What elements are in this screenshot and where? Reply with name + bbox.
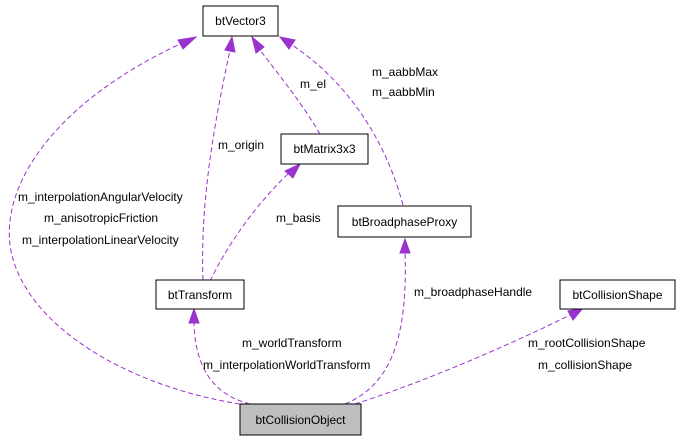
node-btbroadphaseproxy-box xyxy=(337,205,472,238)
node-bttransform-box xyxy=(155,279,245,310)
edge-label-m-aabbmin: m_aabbMin xyxy=(372,85,435,99)
edge-label-m-root-collision-shape: m_rootCollisionShape xyxy=(528,336,646,350)
edge-matrix-to-vector3 xyxy=(251,35,321,135)
node-bttransform[interactable]: btTransform xyxy=(155,279,245,310)
node-bttransform-label: btTransform xyxy=(168,288,232,302)
node-btcollisionshape-label: btCollisionShape xyxy=(572,288,662,302)
edge-object-to-shape xyxy=(354,307,585,405)
edge-label-m-interpolation-world-transform: m_interpolationWorldTransform xyxy=(203,358,370,372)
node-btvector3[interactable]: btVector3 xyxy=(202,5,279,37)
node-btmatrix3x3[interactable]: btMatrix3x3 xyxy=(280,133,369,165)
edge-label-m-el: m_el xyxy=(300,77,326,91)
edge-label-m-basis: m_basis xyxy=(276,211,321,225)
node-btmatrix3x3-label: btMatrix3x3 xyxy=(293,142,355,156)
edge-transform-to-vector3-line xyxy=(202,49,231,281)
edge-proxy-to-vector3-line xyxy=(291,44,404,206)
edge-transform-to-vector3 xyxy=(202,35,236,281)
edge-object-to-transform xyxy=(188,307,251,405)
edge-label-m-anisotropic-friction: m_anisotropicFriction xyxy=(44,211,158,225)
edge-proxy-to-vector3 xyxy=(278,36,404,206)
edge-object-to-vector3 xyxy=(8,36,241,405)
edge-label-m-broadphase-handle: m_broadphaseHandle xyxy=(414,285,532,299)
node-btvector3-box xyxy=(202,5,279,37)
edge-matrix-to-vector3-arrowhead xyxy=(251,35,265,54)
node-btcollisionobject-label: btCollisionObject xyxy=(255,413,346,427)
edge-object-to-proxy-line xyxy=(344,251,406,405)
edge-matrix-to-vector3-line xyxy=(259,49,321,135)
edge-label-m-interpolation-linear-velocity: m_interpolationLinearVelocity xyxy=(22,233,179,247)
edge-object-to-transform-arrowhead xyxy=(188,307,200,324)
edge-label-m-world-transform: m_worldTransform xyxy=(242,336,342,350)
node-btcollisionshape[interactable]: btCollisionShape xyxy=(559,279,676,310)
edge-transform-to-vector3-arrowhead xyxy=(224,35,236,53)
node-btmatrix3x3-box xyxy=(280,133,369,165)
node-btbroadphaseproxy[interactable]: btBroadphaseProxy xyxy=(337,205,472,238)
edge-transform-to-matrix xyxy=(209,162,302,282)
node-btcollisionobject[interactable]: btCollisionObject xyxy=(239,403,362,436)
edge-label-m-origin: m_origin xyxy=(218,138,264,152)
edge-object-to-proxy-arrowhead xyxy=(399,237,411,254)
edge-label-m-interpolation-angular-velocity: m_interpolationAngularVelocity xyxy=(18,190,183,204)
edge-object-to-shape-arrowhead xyxy=(567,307,585,321)
edge-transform-to-matrix-arrowhead xyxy=(284,162,302,179)
edge-object-to-shape-line xyxy=(354,314,571,405)
edge-label-m-aabbmax: m_aabbMax xyxy=(372,65,438,79)
edge-object-to-proxy xyxy=(344,237,411,405)
node-btbroadphaseproxy-label: btBroadphaseProxy xyxy=(352,215,457,229)
edge-transform-to-matrix-line xyxy=(209,171,291,282)
edge-object-to-vector3-line xyxy=(8,43,241,405)
edge-proxy-to-vector3-arrowhead xyxy=(278,36,296,50)
edge-object-to-transform-line xyxy=(193,321,251,405)
node-btvector3-label: btVector3 xyxy=(215,14,266,28)
edge-object-to-vector3-arrowhead xyxy=(177,36,198,50)
edge-label-m-collision-shape: m_collisionShape xyxy=(538,358,632,372)
node-btcollisionshape-box xyxy=(559,279,676,310)
node-btcollisionobject-box xyxy=(239,403,362,436)
